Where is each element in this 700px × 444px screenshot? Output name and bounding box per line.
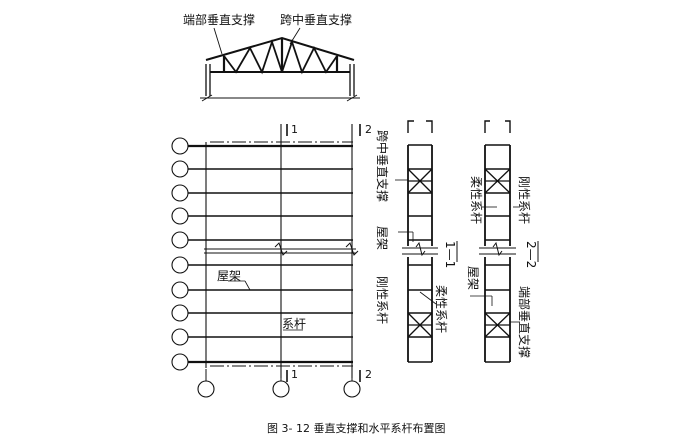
sec11-x-brace-upper <box>407 168 433 194</box>
sec11-title: 1—1 <box>443 241 457 268</box>
sec22-top-bracket-left <box>484 120 490 133</box>
leader-end-brace <box>213 27 223 55</box>
axis-circle-c <box>343 380 361 398</box>
axis-circle-8 <box>171 304 189 322</box>
sec22-break-mark <box>492 241 503 257</box>
axis-circles-bottom <box>197 380 361 398</box>
section-label-1-bottom: 1 <box>291 368 298 381</box>
axis-circle-6 <box>171 256 189 274</box>
sec22-x-brace-upper <box>484 168 511 194</box>
section-label-2-bottom: 2 <box>365 368 372 381</box>
dim-tick-left <box>201 94 213 102</box>
truss-lines <box>188 144 353 364</box>
sec11-x-brace-lower <box>407 312 433 338</box>
truss-web-right <box>281 39 338 75</box>
sec11-label-truss: 屋架 <box>375 226 389 250</box>
truss-web-left <box>223 39 283 75</box>
sec22-label-flexible-tie: 柔性系杆 <box>469 176 483 224</box>
label-plan-tie-bar: 系杆 <box>282 317 306 331</box>
axis-circles-left <box>171 137 189 371</box>
section-2-2 <box>470 120 539 363</box>
axis-circle-9 <box>171 328 189 346</box>
label-end-vertical-brace: 端部垂直支撑 <box>183 12 255 27</box>
sec22-title: 2—2 <box>524 241 538 268</box>
sec22-top-bracket-right <box>505 120 511 133</box>
axis-circle-2 <box>171 160 189 178</box>
figure-caption: 图 3- 12 垂直支撑和水平系杆布置图 <box>267 421 445 435</box>
sec11-label-rigid-tie: 刚性系杆 <box>375 276 389 324</box>
leader-plan-truss-2 <box>244 280 251 291</box>
axis-circle-4 <box>171 207 189 225</box>
sec11-leader-flex <box>419 291 437 305</box>
axis-circle-a <box>197 380 215 398</box>
sec22-label-end-brace: 端部垂直支撑 <box>517 286 532 358</box>
sec11-break-mark <box>415 241 426 257</box>
axis-circle-10 <box>171 353 189 371</box>
break-mark-right <box>345 242 359 256</box>
truss-top-chord <box>205 36 355 61</box>
axis-circle-5 <box>171 231 189 249</box>
sec11-label-mid-brace: 跨中垂直支撑 <box>375 130 390 202</box>
section-label-1-top: 1 <box>291 123 298 136</box>
axis-circle-3 <box>171 184 189 202</box>
section-1-1 <box>395 120 458 363</box>
break-mark-mid <box>274 242 288 256</box>
leader-mid-brace <box>289 27 301 45</box>
sec22-label-truss: 屋架 <box>466 266 480 290</box>
sec11-top-bracket-left <box>407 120 414 133</box>
dim-tick-right <box>346 94 358 102</box>
axis-circle-1 <box>171 137 189 155</box>
plan-view <box>171 124 361 398</box>
label-plan-truss: 屋架 <box>217 269 241 283</box>
label-mid-vertical-brace: 跨中垂直支撑 <box>280 12 352 27</box>
axis-circle-b <box>272 380 290 398</box>
axis-circle-7 <box>171 281 189 299</box>
sec22-label-rigid-tie: 刚性系杆 <box>517 176 531 224</box>
truss-elevation <box>200 27 360 102</box>
section-label-2-top: 2 <box>365 123 372 136</box>
sec11-top-bracket-right <box>426 120 433 133</box>
sec22-x-brace-lower <box>484 312 511 338</box>
sec11-label-flexible-tie: 柔性系杆 <box>434 285 448 333</box>
